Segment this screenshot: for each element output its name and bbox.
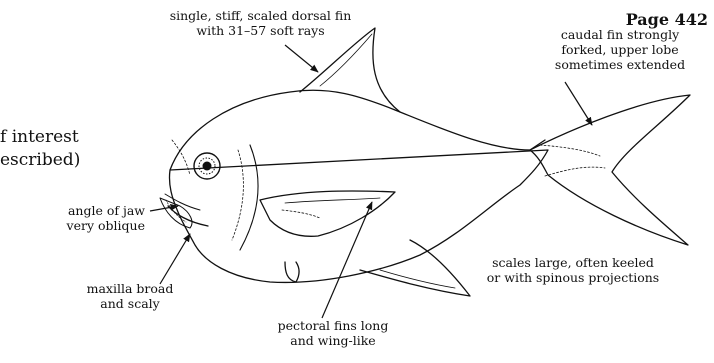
arrow-dorsal <box>285 45 318 72</box>
pelvic-fin <box>285 262 299 282</box>
caudal-fin <box>530 95 690 245</box>
label-dorsal-fin: single, stiff, scaled dorsal fin with 31… <box>143 8 378 38</box>
label-jaw-angle: angle of jaw very oblique <box>30 203 145 233</box>
label-scales: scales large, often keeled or with spino… <box>458 255 688 285</box>
label-caudal-fin: caudal fin strongly forked, upper lobe s… <box>540 27 700 72</box>
arrow-maxilla <box>160 234 190 284</box>
pectoral-fin <box>260 191 395 236</box>
eye <box>194 153 220 179</box>
arrow-caudal <box>565 82 592 125</box>
jaw <box>168 206 208 226</box>
label-pectoral-fins: pectoral fins long and wing-like <box>258 318 408 348</box>
label-maxilla: maxilla broad and scaly <box>60 281 200 311</box>
fish-body-outline <box>169 90 548 282</box>
arrow-pectoral <box>322 202 372 318</box>
